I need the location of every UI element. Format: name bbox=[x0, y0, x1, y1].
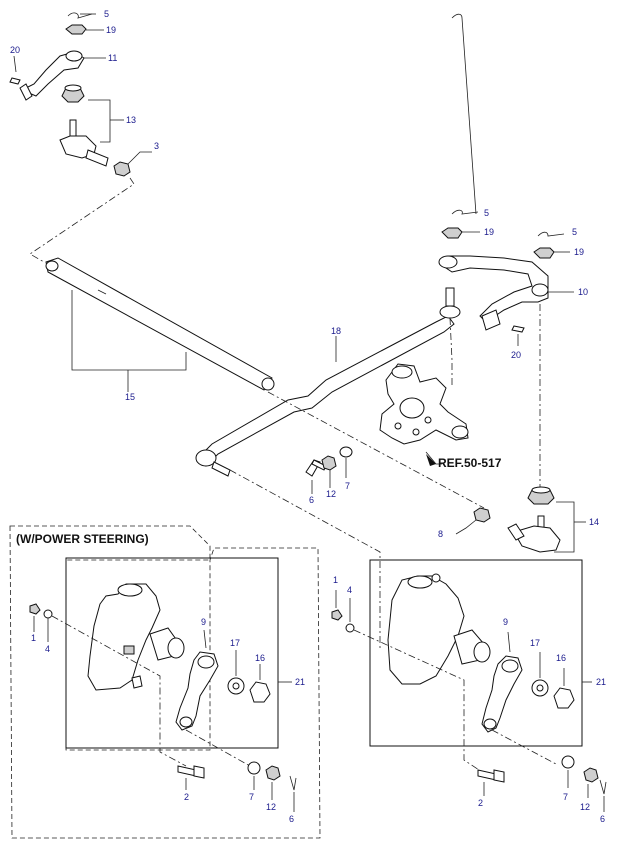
callout-21: 21 bbox=[295, 677, 305, 687]
callout-7: 7 bbox=[249, 792, 254, 802]
pitman-arm-right: 9 bbox=[481, 617, 523, 733]
idler-arm-10: 5 19 5 19 10 20 bbox=[438, 13, 588, 360]
cotter-pin-icon bbox=[67, 12, 93, 19]
tie-rod-end-right: 8 14 bbox=[438, 486, 599, 553]
callout-16: 16 bbox=[255, 653, 265, 663]
callout-1: 1 bbox=[333, 575, 338, 585]
hex-nut-icon bbox=[249, 681, 271, 703]
washer-icon bbox=[339, 446, 353, 458]
callout-13: 13 bbox=[126, 115, 136, 125]
washer-icon bbox=[43, 609, 53, 619]
tie-rod-18: 18 bbox=[195, 287, 461, 477]
hex-nut-icon bbox=[583, 767, 599, 783]
callout-2: 2 bbox=[478, 798, 483, 808]
castle-nut-icon bbox=[441, 227, 463, 239]
pin-icon bbox=[511, 325, 525, 333]
hex-nut-icon bbox=[553, 687, 575, 709]
callout-20: 20 bbox=[511, 350, 521, 360]
bolt-icon bbox=[177, 765, 197, 777]
callout-4: 4 bbox=[347, 585, 352, 595]
hex-nut-icon bbox=[473, 507, 491, 523]
callout-18: 18 bbox=[331, 326, 341, 336]
callout-3: 3 bbox=[154, 141, 159, 151]
callout-11: 11 bbox=[108, 53, 117, 63]
washer-icon bbox=[345, 623, 355, 633]
callout-5: 5 bbox=[572, 227, 577, 237]
callout-12: 12 bbox=[266, 802, 276, 812]
small-parts-mid: 6 12 7 bbox=[305, 446, 353, 505]
section-header: (W/POWER STEERING) bbox=[16, 532, 149, 546]
cotter-pin-icon bbox=[537, 231, 565, 237]
hex-nut-icon bbox=[29, 603, 41, 615]
callout-16: 16 bbox=[556, 653, 566, 663]
callout-7: 7 bbox=[345, 481, 350, 491]
pitman-arm-icon bbox=[175, 651, 219, 731]
bolt-icon bbox=[477, 769, 497, 781]
callout-6: 6 bbox=[289, 814, 294, 824]
callout-2: 2 bbox=[184, 792, 189, 802]
hex-nut-icon bbox=[113, 161, 131, 177]
callout-17: 17 bbox=[230, 638, 240, 648]
ball-stud-icon bbox=[513, 525, 561, 553]
gearbox-frame-left bbox=[65, 557, 279, 749]
pitman-arm-left: 9 bbox=[175, 617, 219, 731]
cotter-pin-icon bbox=[289, 775, 297, 791]
callout-19: 19 bbox=[574, 247, 584, 257]
washer-icon bbox=[561, 755, 575, 769]
callout-5: 5 bbox=[484, 208, 489, 218]
gearbox-icon bbox=[87, 583, 161, 691]
callout-19: 19 bbox=[484, 227, 494, 237]
tie-rod-icon bbox=[199, 315, 455, 467]
callout-8: 8 bbox=[438, 529, 443, 539]
callout-20: 20 bbox=[10, 45, 20, 55]
callout-15: 15 bbox=[125, 392, 135, 402]
pitman-arm-icon bbox=[481, 655, 523, 733]
knuckle-icon bbox=[379, 363, 469, 445]
steering-gearbox-left bbox=[87, 583, 185, 691]
castle-nut-icon bbox=[65, 24, 87, 35]
callout-19: 19 bbox=[106, 25, 116, 35]
cotter-pin-icon bbox=[599, 779, 607, 795]
hex-nut-icon bbox=[321, 455, 337, 471]
pin-icon bbox=[9, 77, 21, 85]
gearbox-icon bbox=[387, 575, 465, 685]
callout-21: 21 bbox=[596, 677, 606, 687]
callout-12: 12 bbox=[580, 802, 590, 812]
callout-4: 4 bbox=[45, 644, 50, 654]
tie-rod-end-upper-left: 5 19 20 11 13 3 bbox=[9, 9, 159, 177]
steering-gearbox-right bbox=[387, 573, 491, 685]
cotter-pin-icon bbox=[451, 209, 479, 215]
callout-5: 5 bbox=[104, 9, 109, 19]
castle-nut-icon bbox=[533, 247, 555, 259]
callout-9: 9 bbox=[201, 617, 206, 627]
hex-nut-icon bbox=[265, 765, 281, 781]
callout-6: 6 bbox=[600, 814, 605, 824]
reference-arrow: REF.50-517 bbox=[425, 451, 502, 470]
steering-knuckle bbox=[379, 363, 469, 445]
callout-9: 9 bbox=[503, 617, 508, 627]
center-link-15: 15 bbox=[45, 257, 275, 402]
callout-1: 1 bbox=[31, 633, 36, 643]
callout-17: 17 bbox=[530, 638, 540, 648]
hex-nut-icon bbox=[331, 609, 343, 621]
callout-7: 7 bbox=[563, 792, 568, 802]
washer-icon bbox=[247, 761, 261, 775]
callout-14: 14 bbox=[589, 517, 599, 527]
callout-10: 10 bbox=[578, 287, 588, 297]
gearbox-frame-right bbox=[369, 559, 583, 747]
callout-12: 12 bbox=[326, 489, 336, 499]
ref-label: REF.50-517 bbox=[438, 456, 502, 470]
callout-6: 6 bbox=[309, 495, 314, 505]
power-steering-boundary bbox=[9, 525, 321, 839]
